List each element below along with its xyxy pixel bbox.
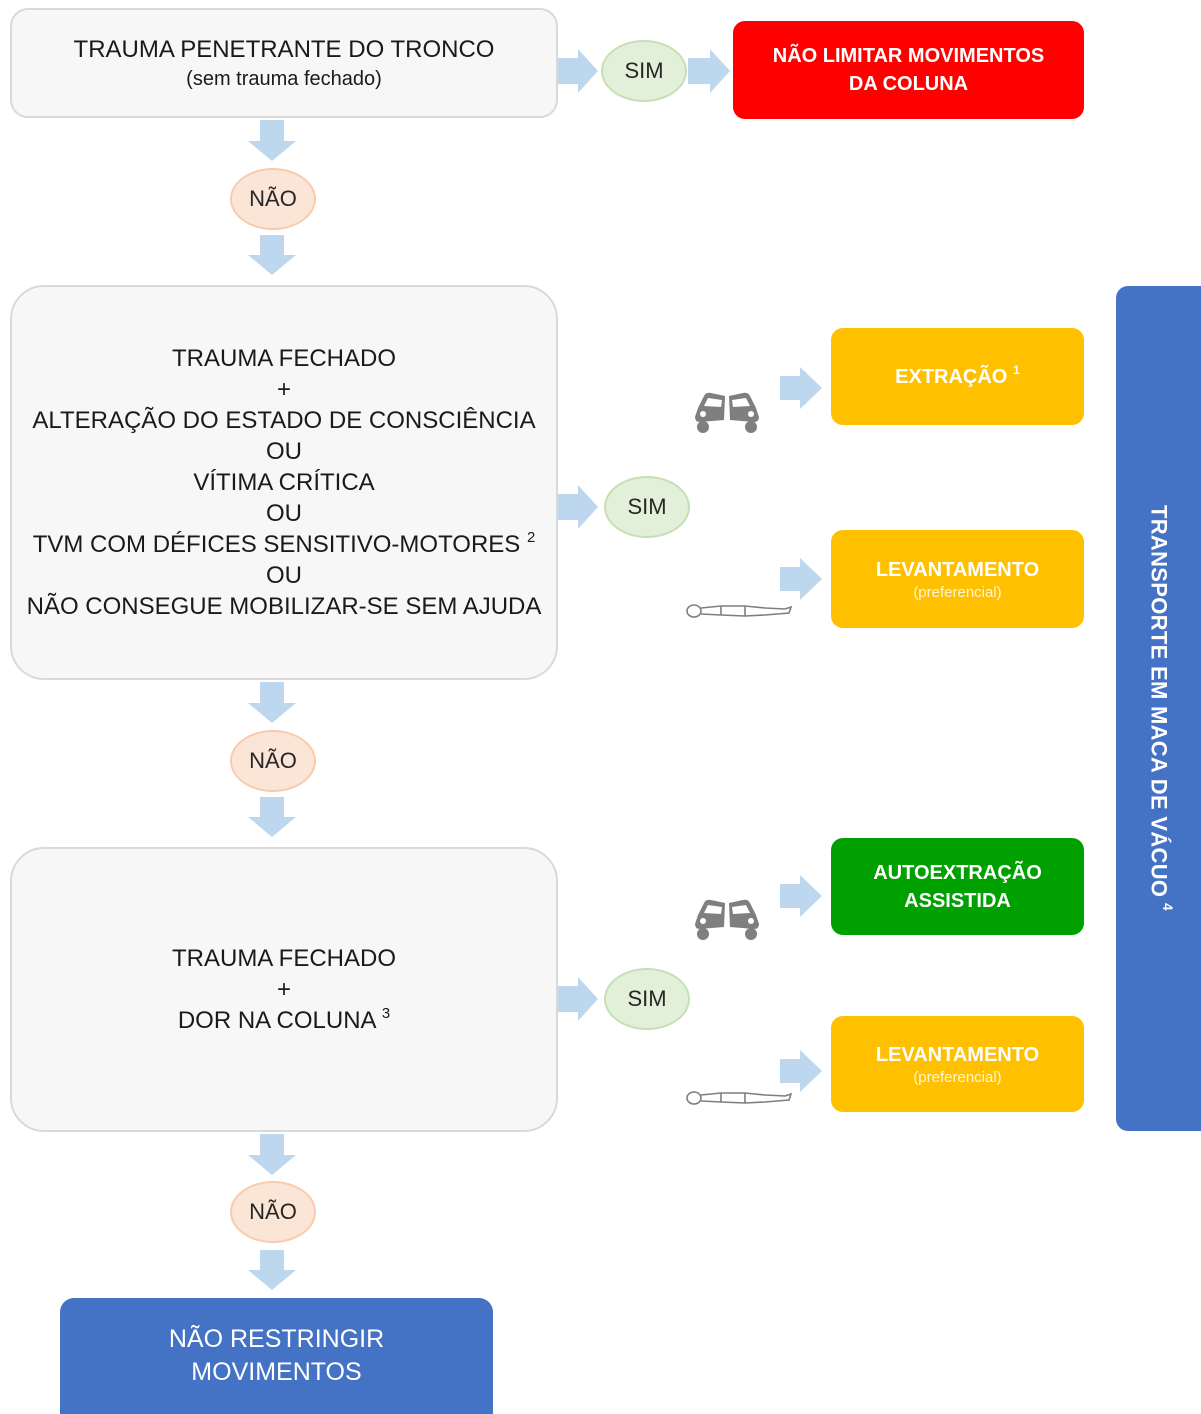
outcome-levantamento: LEVANTAMENTO (preferencial) xyxy=(831,530,1084,628)
arrow-right xyxy=(558,49,598,93)
question-line: DOR NA COLUNA 3 xyxy=(178,1005,390,1036)
transport-label: TRANSPORTE EM MACA DE VÁCUO 4 xyxy=(1146,505,1175,912)
outcome-levantamento: LEVANTAMENTO (preferencial) xyxy=(831,1016,1084,1112)
arrow-down xyxy=(248,797,296,837)
question-line: OU xyxy=(266,500,302,527)
sim-circle: SIM xyxy=(604,968,690,1030)
footnote-marker: 3 xyxy=(381,1005,391,1022)
question-subtitle: (sem trauma fechado) xyxy=(186,67,382,90)
arrow-right xyxy=(780,367,822,409)
outcome-line: NÃO RESTRINGIR xyxy=(168,1325,385,1353)
arrow-right xyxy=(780,558,822,600)
outcome-line: NÃO LIMITAR MOVIMENTOS xyxy=(772,45,1045,67)
outcome-note: (preferencial) xyxy=(913,584,1002,601)
arrow-right xyxy=(688,49,730,93)
question-text: TVM COM DÉFICES SENSITIVO-MOTORES xyxy=(32,531,521,558)
question-line: TVM COM DÉFICES SENSITIVO-MOTORES 2 xyxy=(33,529,536,560)
question-line: TRAUMA FECHADO xyxy=(171,345,396,372)
outcome-nao-limitar: NÃO LIMITAR MOVIMENTOS DA COLUNA xyxy=(733,21,1084,119)
transport-text: TRANSPORTE EM MACA DE VÁCUO xyxy=(1146,505,1172,898)
nao-label: NÃO xyxy=(249,1199,297,1224)
outcome-text: LEVANTAMENTO xyxy=(875,1044,1040,1066)
question-line: OU xyxy=(266,562,302,589)
question-text: DOR NA COLUNA xyxy=(177,1007,376,1034)
nao-label: NÃO xyxy=(249,186,297,211)
question-line: TRAUMA FECHADO xyxy=(171,945,396,972)
question-penetrating-trauma: TRAUMA PENETRANTE DO TRONCO (sem trauma … xyxy=(10,8,558,118)
arrow-right xyxy=(558,485,598,529)
outcome-line: ASSISTIDA xyxy=(904,889,1011,912)
question-blunt-trauma-critical: TRAUMA FECHADO + ALTERAÇÃO DO ESTADO DE … xyxy=(10,285,558,680)
footnote-marker: 2 xyxy=(526,529,536,546)
arrow-down xyxy=(248,682,296,723)
question-line: VÍTIMA CRÍTICA xyxy=(193,469,375,496)
outcome-note: (preferencial) xyxy=(913,1069,1002,1086)
lying-person-icon xyxy=(686,604,793,618)
lying-person-icon xyxy=(686,1091,793,1105)
outcome-line: MOVIMENTOS xyxy=(191,1358,362,1386)
question-line: ALTERAÇÃO DO ESTADO DE CONSCIÊNCIA xyxy=(32,407,536,434)
arrow-right xyxy=(780,1050,822,1092)
sim-label: SIM xyxy=(627,986,667,1011)
question-line: + xyxy=(276,976,291,1003)
transport-vacuum-mattress-bar: TRANSPORTE EM MACA DE VÁCUO 4 xyxy=(1116,286,1201,1131)
footnote-marker: 1 xyxy=(1012,362,1020,377)
arrow-right xyxy=(558,977,598,1021)
outcome-line: DA COLUNA xyxy=(848,73,969,95)
arrow-down xyxy=(248,1250,296,1290)
question-line: NÃO CONSEGUE MOBILIZAR-SE SEM AJUDA xyxy=(26,593,542,620)
outcome-autoextracao: AUTOEXTRAÇÃO ASSISTIDA xyxy=(831,838,1084,935)
arrow-down xyxy=(248,120,296,161)
sim-circle: SIM xyxy=(604,476,690,538)
arrow-down xyxy=(248,235,296,275)
sim-label: SIM xyxy=(624,58,664,83)
question-line: OU xyxy=(266,438,302,465)
nao-circle: NÃO xyxy=(230,1181,316,1243)
question-line: + xyxy=(276,376,291,403)
nao-circle: NÃO xyxy=(230,730,316,792)
footnote-marker: 4 xyxy=(1159,902,1175,911)
sim-circle: SIM xyxy=(601,40,687,102)
nao-label: NÃO xyxy=(249,748,297,773)
car-crash-icon xyxy=(695,899,759,940)
arrow-down xyxy=(248,1134,296,1175)
nao-circle: NÃO xyxy=(230,168,316,230)
sim-label: SIM xyxy=(627,494,667,519)
arrow-right xyxy=(780,875,822,917)
question-title: TRAUMA PENETRANTE DO TRONCO xyxy=(73,35,495,63)
outcome-text: EXTRAÇÃO xyxy=(895,365,1008,388)
outcome-text: LEVANTAMENTO xyxy=(875,559,1040,581)
question-blunt-trauma-spine-pain: TRAUMA FECHADO + DOR NA COLUNA 3 xyxy=(10,847,558,1132)
outcome-extracao: EXTRAÇÃO 1 xyxy=(831,328,1084,425)
outcome-nao-restringir: NÃO RESTRINGIR MOVIMENTOS xyxy=(60,1298,493,1414)
outcome-line: EXTRAÇÃO 1 xyxy=(895,363,1020,391)
car-crash-icon xyxy=(695,392,759,433)
outcome-line: AUTOEXTRAÇÃO xyxy=(873,861,1042,884)
